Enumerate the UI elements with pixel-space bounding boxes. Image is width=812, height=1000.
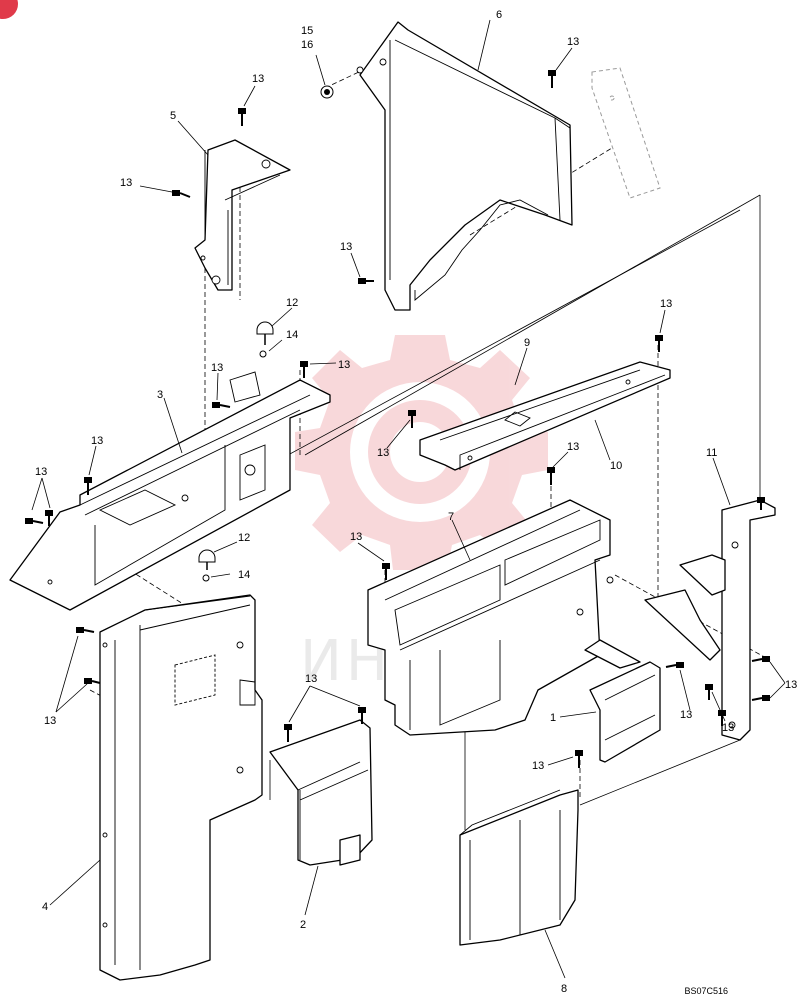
drawing-code: BS07C516 [684,986,728,996]
callout-13-q: 13 [722,722,734,734]
bolt-icon [757,497,765,510]
bolt-icon [284,724,292,742]
callout-11: 11 [706,447,717,459]
callout-13-e: 13 [660,298,672,310]
bolt-icon [358,707,366,724]
bolt-icon [84,678,101,684]
callout-3: 3 [157,389,163,401]
bolt-icon [238,108,246,126]
callout-13-a: 13 [252,73,264,85]
bolt-icon [212,402,231,408]
callout-13-m: 13 [305,673,317,685]
part-11-upright [644,499,776,741]
bolt-icon [25,518,44,524]
ghost-panel [591,67,661,199]
callout-13-k: 13 [35,466,47,478]
callout-14-b: 14 [238,569,250,581]
callout-12-a: 12 [286,297,298,309]
part-2-module [269,719,373,866]
bolt-icon [76,627,95,633]
bolt-icon [45,510,53,526]
bolt-icon [382,563,390,580]
dome-nut-icon [198,549,216,570]
callout-13-h: 13 [338,359,350,371]
part-1-plate [584,639,661,763]
bolt-icon [358,278,374,284]
corner-badge [0,0,18,19]
bolt-icon [718,710,726,726]
callout-4: 4 [42,901,48,913]
bolt-icon [408,410,416,428]
callout-13-c: 13 [567,36,579,48]
bolt-icon [547,467,555,485]
callout-5: 5 [170,110,176,122]
bolt-icon [665,662,684,668]
callout-13-n: 13 [44,715,56,727]
callout-8: 8 [561,983,567,995]
callout-13-b: 13 [120,177,132,189]
part-7-duct [367,499,614,736]
callout-13-i: 13 [211,362,223,374]
bolt-icon [575,750,583,768]
leader-lines [31,19,786,979]
callout-13-f: 13 [377,447,389,459]
callout-13-l: 13 [350,531,362,543]
part-6-shield [356,21,573,311]
callout-13-j: 13 [91,435,103,447]
part-9-10-tray [419,361,671,471]
callout-13-d: 13 [340,241,352,253]
bolt-icon [705,684,713,700]
bolt-icon [300,361,308,378]
callout-6: 6 [496,9,502,21]
washer-icon [202,574,210,582]
bolt-icon [172,190,191,198]
bolt-icon [548,70,556,88]
callout-labels: 6 5 13 13 13 13 15 16 9 13 13 10 13 12 1… [35,9,797,995]
callout-13-p: 13 [680,709,692,721]
bolt-icon [655,335,663,352]
callout-13-r: 13 [785,679,797,691]
dome-nut-icon [256,321,274,345]
washer-icon [259,350,267,358]
bolt-icon [84,477,92,495]
callout-16: 16 [301,39,313,51]
callout-13-o: 13 [532,760,544,772]
callout-1: 1 [550,712,556,724]
part-5-bracket [194,139,291,291]
callout-9: 9 [524,337,530,349]
part-8-duct [459,789,579,946]
callout-14-a: 14 [286,329,298,341]
part-3-frame [9,371,331,611]
fasteners [25,70,770,768]
callout-2: 2 [300,919,306,931]
bolt-icon [751,656,770,662]
bolt-icon [751,695,770,701]
callout-13-g: 13 [567,441,579,453]
callout-15: 15 [301,25,313,37]
callout-10: 10 [610,460,622,472]
callout-7: 7 [448,511,454,523]
callout-12-b: 12 [238,532,250,544]
part-4-panel [99,594,263,981]
cap-icon [320,85,334,99]
